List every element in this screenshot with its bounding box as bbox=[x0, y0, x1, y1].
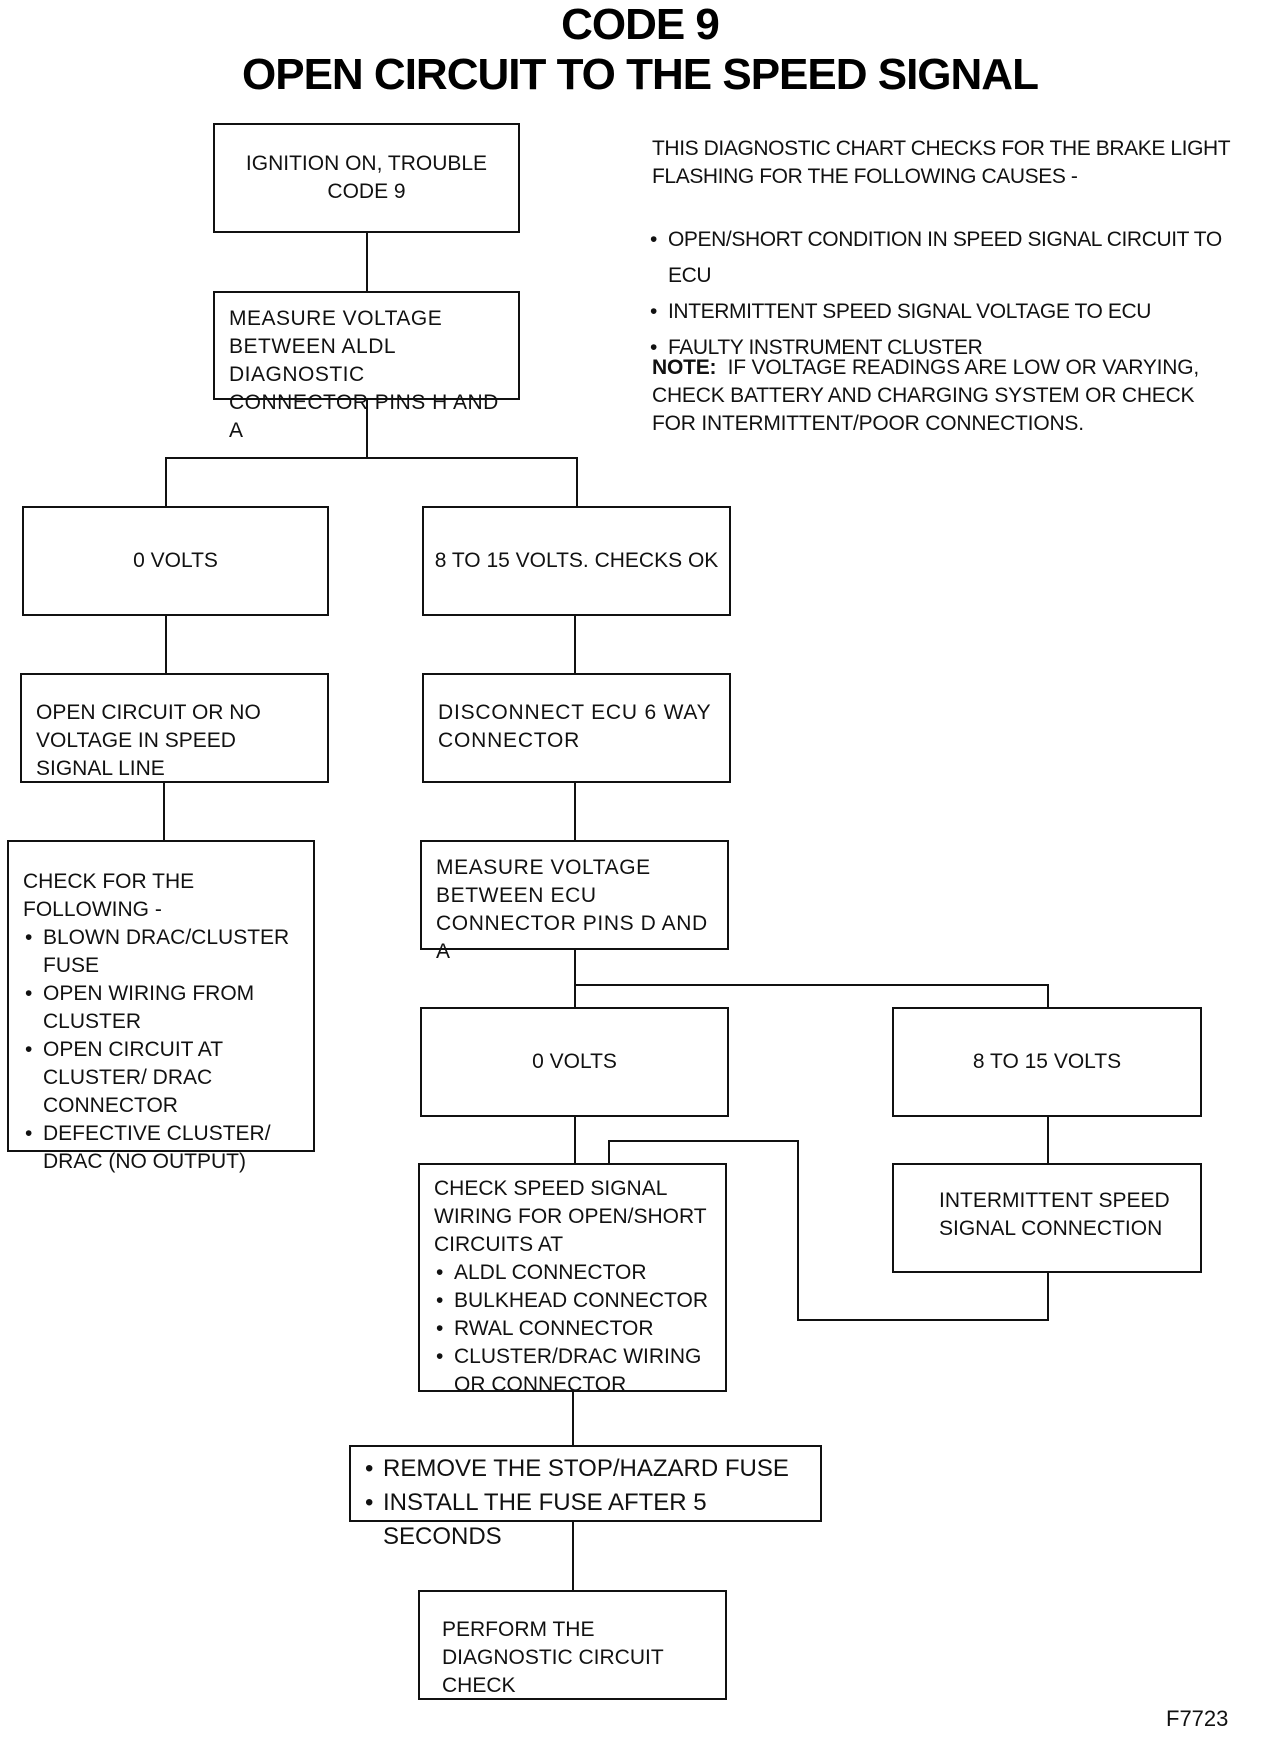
check-wiring-box: CHECK SPEED SIGNAL WIRING FOR OPEN/SHORT… bbox=[418, 1163, 727, 1396]
perform-check-box: PERFORM THE DIAGNOSTIC CIRCUIT CHECK bbox=[418, 1590, 727, 1700]
connector-line bbox=[1047, 1272, 1049, 1321]
disconnect-ecu-label: DISCONNECT ECU 6 WAY CONNECTOR bbox=[438, 701, 712, 752]
connector-line bbox=[576, 457, 578, 508]
cause-item: INTERMITTENT SPEED SIGNAL VOLTAGE TO ECU bbox=[648, 294, 1268, 330]
note-label: NOTE: bbox=[652, 356, 717, 379]
check-item: OPEN WIRING FROM CLUSTER bbox=[23, 980, 301, 1036]
wiring-item: BULKHEAD CONNECTOR bbox=[434, 1287, 713, 1315]
connector-line bbox=[1047, 1115, 1049, 1164]
page-title: CODE 9 bbox=[561, 0, 720, 49]
zero-volts-box-1: 0 VOLTS bbox=[22, 506, 329, 616]
connector-line bbox=[1047, 984, 1049, 1008]
connector-line bbox=[797, 1140, 799, 1321]
connector-line bbox=[366, 232, 368, 292]
perform-check-label: PERFORM THE DIAGNOSTIC CIRCUIT CHECK bbox=[442, 1618, 664, 1697]
disconnect-ecu-box: DISCONNECT ECU 6 WAY CONNECTOR bbox=[422, 673, 731, 783]
intermittent-label: INTERMITTENT SPEED SIGNAL CONNECTION bbox=[939, 1189, 1170, 1240]
connector-line bbox=[165, 457, 578, 459]
checks-ok-box: 8 TO 15 VOLTS. CHECKS OK bbox=[422, 506, 731, 616]
check-item: OPEN CIRCUIT AT CLUSTER/ DRAC CONNECTOR bbox=[23, 1036, 301, 1120]
chart-description: THIS DIAGNOSTIC CHART CHECKS FOR THE BRA… bbox=[652, 137, 1230, 188]
connector-line bbox=[574, 781, 576, 841]
connector-line bbox=[165, 457, 167, 508]
connector-line bbox=[574, 948, 576, 1008]
connector-line bbox=[572, 1390, 574, 1446]
start-step-box: IGNITION ON, TROUBLE CODE 9 bbox=[213, 123, 520, 233]
check-item: DEFECTIVE CLUSTER/ DRAC (NO OUTPUT) bbox=[23, 1120, 301, 1176]
check-wiring-list: ALDL CONNECTOR BULKHEAD CONNECTOR RWAL C… bbox=[434, 1259, 713, 1399]
connector-line bbox=[574, 614, 576, 674]
note-text: IF VOLTAGE READINGS ARE LOW OR VARYING, … bbox=[652, 356, 1200, 435]
zero-volts-box-2: 0 VOLTS bbox=[420, 1007, 729, 1117]
connector-line bbox=[163, 781, 165, 841]
connector-line bbox=[608, 1140, 610, 1164]
check-following-heading: CHECK FOR THE FOLLOWING - bbox=[23, 870, 195, 921]
connector-line bbox=[797, 1319, 1049, 1321]
wiring-item: RWAL CONNECTOR bbox=[434, 1315, 713, 1343]
measure-ecu-box: MEASURE VOLTAGE BETWEEN ECU CONNECTOR PI… bbox=[420, 840, 729, 963]
measure-aldl-label: MEASURE VOLTAGE BETWEEN ALDL DIAGNOSTIC … bbox=[229, 307, 499, 442]
connector-line bbox=[574, 1115, 576, 1164]
measure-ecu-label: MEASURE VOLTAGE BETWEEN ECU CONNECTOR PI… bbox=[436, 856, 708, 963]
eight-to-fifteen-volts-box: 8 TO 15 VOLTS bbox=[892, 1007, 1202, 1117]
check-wiring-heading: CHECK SPEED SIGNAL WIRING FOR OPEN/SHORT… bbox=[434, 1177, 707, 1256]
open-circuit-box: OPEN CIRCUIT OR NO VOLTAGE IN SPEED SIGN… bbox=[20, 673, 329, 783]
connector-line bbox=[366, 398, 368, 458]
checks-ok-label: 8 TO 15 VOLTS. CHECKS OK bbox=[434, 549, 719, 572]
check-following-list: BLOWN DRAC/CLUSTER FUSE OPEN WIRING FROM… bbox=[23, 924, 301, 1176]
check-following-box: CHECK FOR THE FOLLOWING - BLOWN DRAC/CLU… bbox=[7, 840, 315, 1173]
zero-volts-label-2: 0 VOLTS bbox=[532, 1050, 617, 1073]
connector-line bbox=[165, 614, 167, 674]
fuse-steps-box: REMOVE THE STOP/HAZARD FUSE INSTALL THE … bbox=[349, 1445, 822, 1550]
note: NOTE: IF VOLTAGE READINGS ARE LOW OR VAR… bbox=[652, 354, 1232, 438]
wiring-item: CLUSTER/DRAC WIRING OR CONNECTOR bbox=[434, 1343, 713, 1399]
figure-id: F7723 bbox=[1166, 1706, 1229, 1731]
cause-item: FAULTY INSTRUMENT CLUSTER bbox=[648, 330, 1268, 366]
measure-aldl-box: MEASURE VOLTAGE BETWEEN ALDL DIAGNOSTIC … bbox=[213, 291, 520, 442]
intermittent-box: INTERMITTENT SPEED SIGNAL CONNECTION bbox=[892, 1163, 1202, 1273]
page-subtitle: OPEN CIRCUIT TO THE SPEED SIGNAL bbox=[242, 50, 1039, 99]
start-step-label: IGNITION ON, TROUBLE CODE 9 bbox=[245, 152, 488, 203]
causes-list: OPEN/SHORT CONDITION IN SPEED SIGNAL CIR… bbox=[648, 222, 1268, 366]
check-item: BLOWN DRAC/CLUSTER FUSE bbox=[23, 924, 301, 980]
connector-line bbox=[572, 1520, 574, 1592]
open-circuit-label: OPEN CIRCUIT OR NO VOLTAGE IN SPEED SIGN… bbox=[36, 701, 261, 780]
eight-to-fifteen-volts-label: 8 TO 15 VOLTS bbox=[972, 1050, 1122, 1073]
connector-line bbox=[608, 1140, 799, 1142]
connector-line bbox=[574, 984, 1049, 986]
zero-volts-label-1: 0 VOLTS bbox=[133, 549, 218, 572]
fuse-steps-list: REMOVE THE STOP/HAZARD FUSE INSTALL THE … bbox=[363, 1452, 808, 1554]
cause-item: OPEN/SHORT CONDITION IN SPEED SIGNAL CIR… bbox=[648, 222, 1268, 294]
fuse-step: INSTALL THE FUSE AFTER 5 SECONDS bbox=[363, 1486, 808, 1554]
fuse-step: REMOVE THE STOP/HAZARD FUSE bbox=[363, 1452, 808, 1486]
wiring-item: ALDL CONNECTOR bbox=[434, 1259, 713, 1287]
